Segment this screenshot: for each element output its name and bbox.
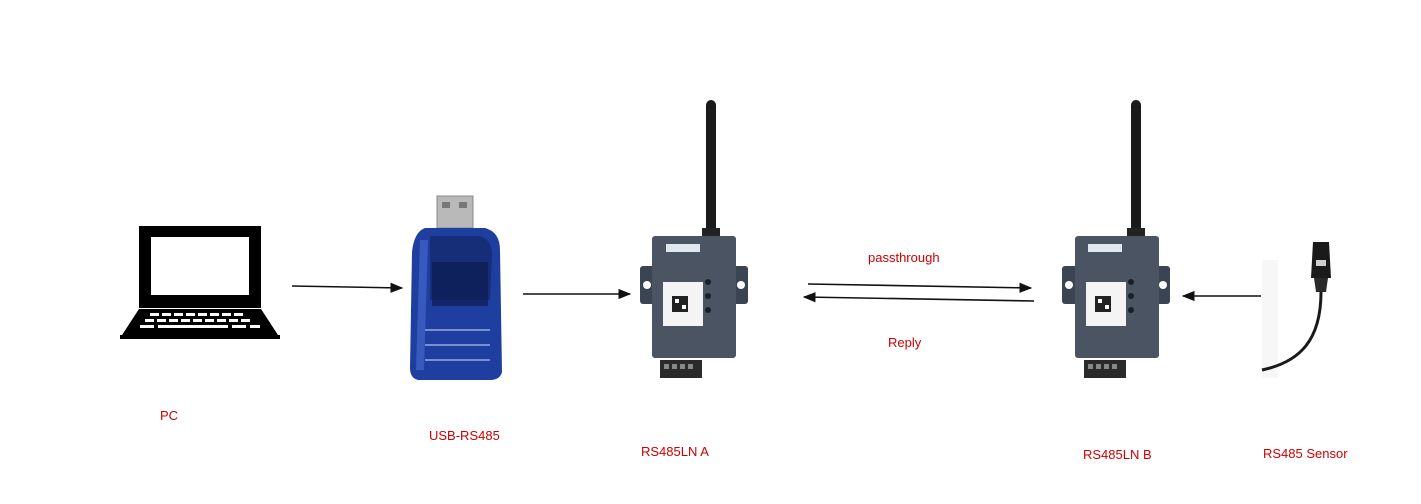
laptop-icon <box>120 226 280 339</box>
label-rs485-sensor: RS485 Sensor <box>1263 446 1348 461</box>
label-pc: PC <box>160 408 179 423</box>
usb-adapter-icon <box>410 195 502 380</box>
sensor-probe-icon <box>1261 242 1331 378</box>
rs485ln-b-device <box>1062 100 1170 378</box>
label-rs485ln-a: RS485LN A <box>641 444 709 459</box>
arrow-reply <box>802 292 1035 303</box>
label-reply: Reply <box>888 335 922 350</box>
arrow-pc-to-usb <box>291 282 404 293</box>
arrow-passthrough <box>807 282 1033 293</box>
label-passthrough: passthrough <box>868 250 940 265</box>
label-rs485ln-b: RS485LN B <box>1083 447 1152 462</box>
label-usb-rs485: USB-RS485 <box>429 428 500 443</box>
rs485ln-a-device <box>640 100 748 378</box>
